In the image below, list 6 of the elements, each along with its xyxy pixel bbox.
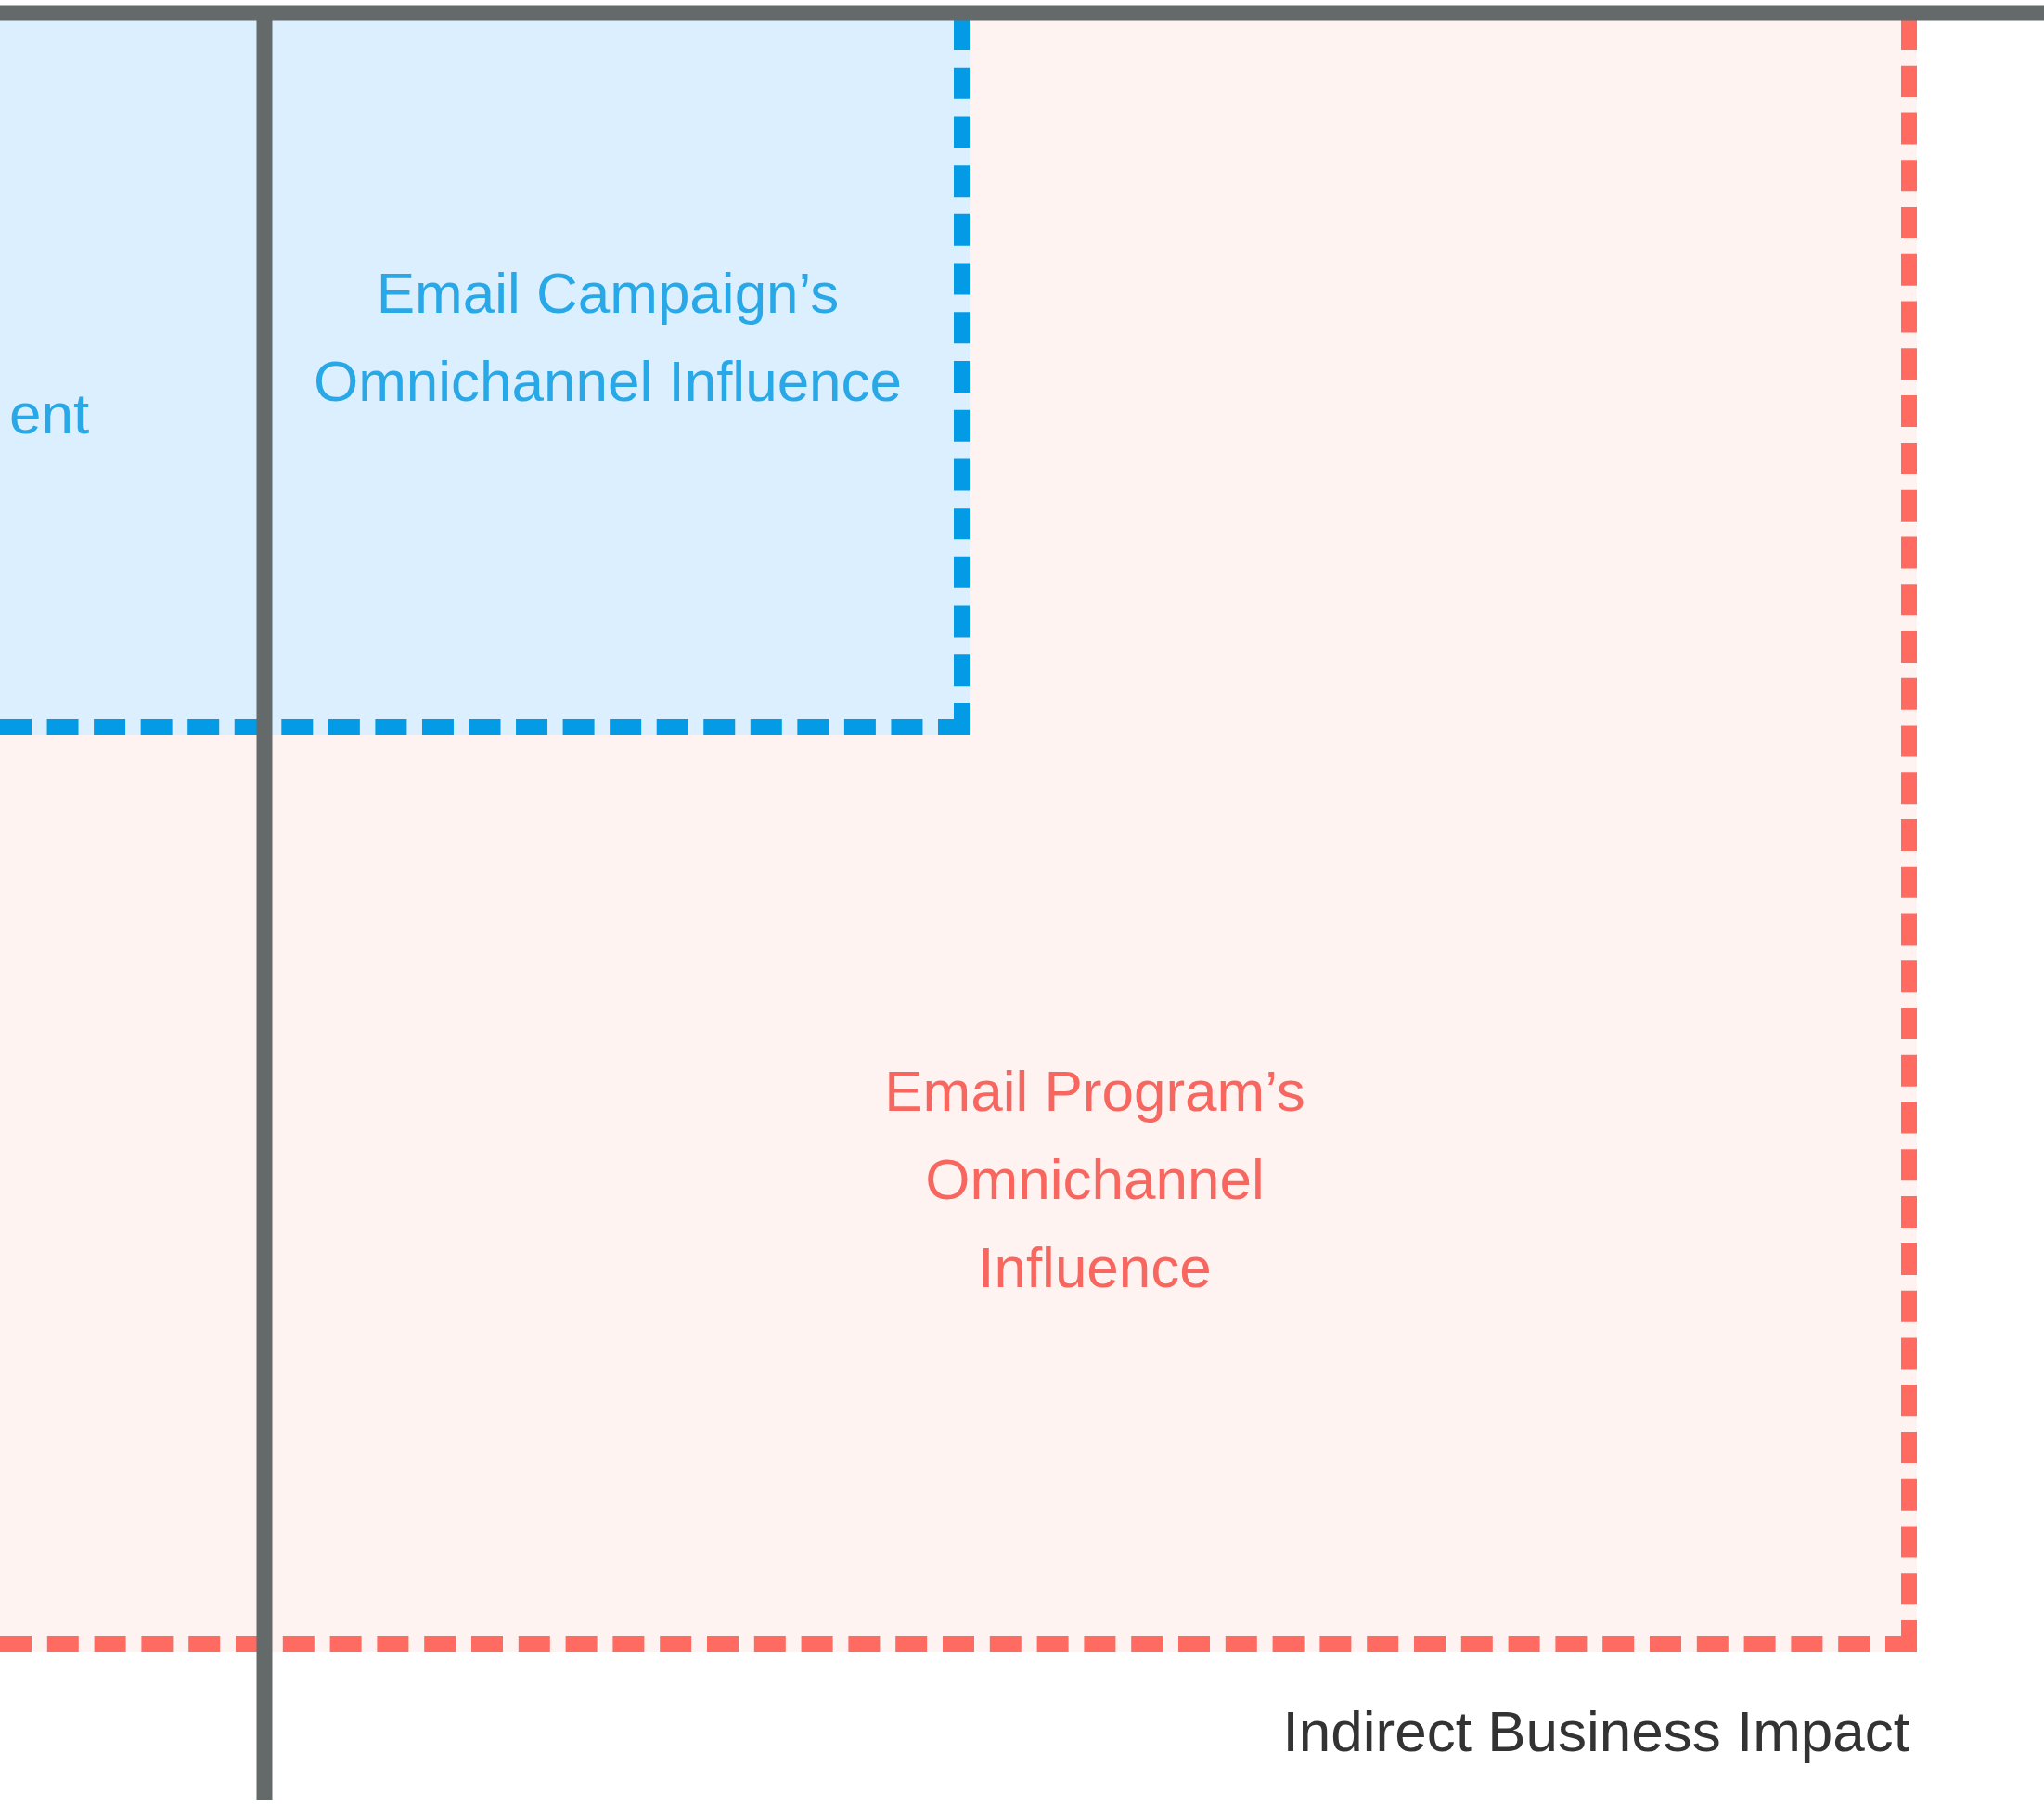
axis-label: Indirect Business Impact	[1282, 1698, 1909, 1764]
program-influence-region	[0, 19, 1917, 1652]
campaign-influence-region	[0, 19, 970, 735]
region-label: Email Program’s Omnichannel Influence	[883, 1058, 1306, 1301]
region-label: Email Campaign’s Omnichannel Influence	[312, 260, 904, 415]
region-label: ent	[9, 380, 90, 446]
